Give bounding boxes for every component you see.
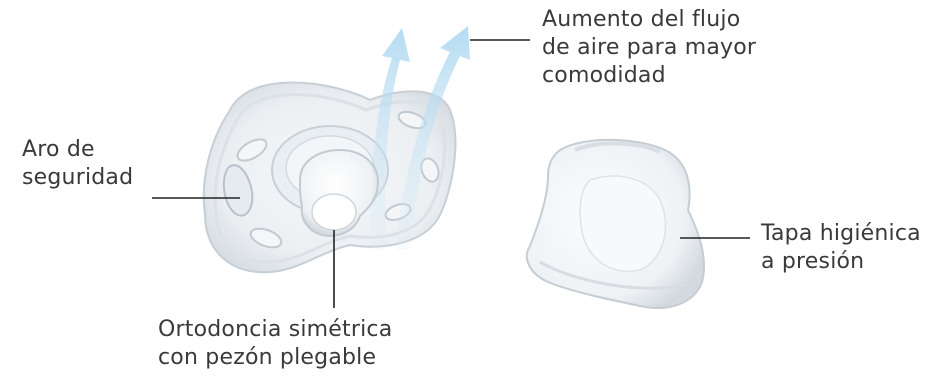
safety-ring-callout: Aro de seguridad xyxy=(22,136,133,192)
nipple-callout: Ortodoncia simétrica con pezón plegable xyxy=(158,316,392,372)
hygienic-cap-callout: Tapa higiénica a presión xyxy=(761,220,921,276)
airflow-callout-line: Aumento del flujo xyxy=(542,6,756,34)
airflow-callout-line: comodidad xyxy=(542,62,756,90)
nipple-callout-line: Ortodoncia simétrica xyxy=(158,316,392,344)
hygienic-cap-callout-line: a presión xyxy=(761,248,921,276)
nipple-callout-line: con pezón plegable xyxy=(158,344,392,372)
hygienic-cap-callout-line: Tapa higiénica xyxy=(761,220,921,248)
safety-ring-callout-line: seguridad xyxy=(22,164,133,192)
airflow-callout-line: de aire para mayor xyxy=(542,34,756,62)
safety-ring-callout-line: Aro de xyxy=(22,136,133,164)
airflow-callout: Aumento del flujo de aire para mayor com… xyxy=(542,6,756,90)
hygienic-cap-illustration xyxy=(527,140,704,308)
